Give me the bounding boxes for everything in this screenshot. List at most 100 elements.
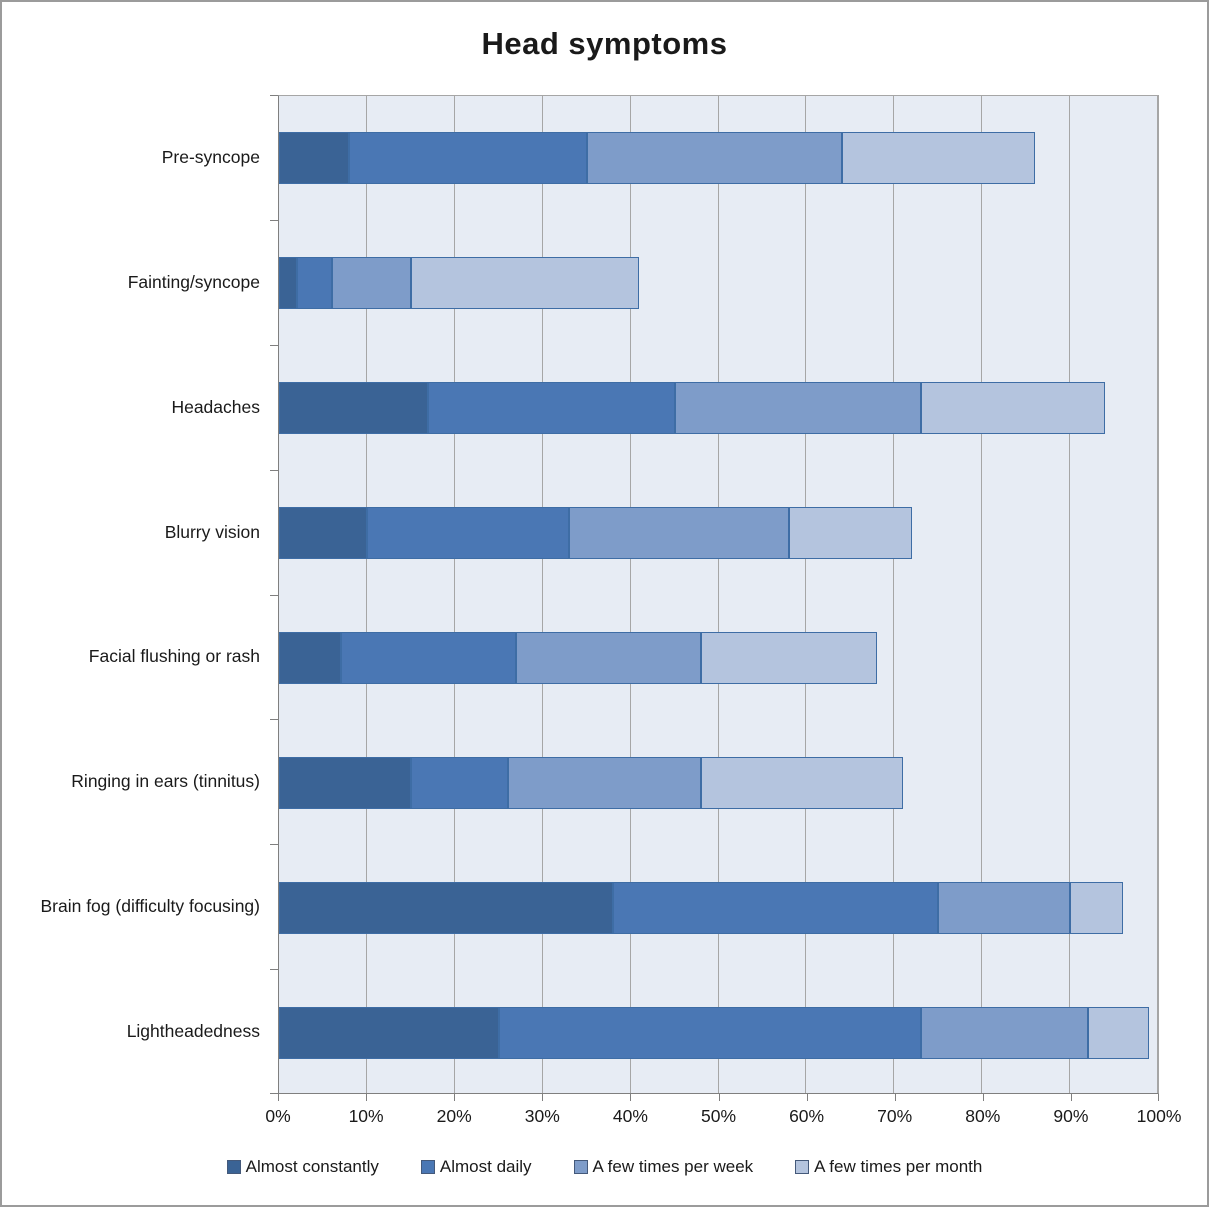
axis-tick (982, 1094, 984, 1101)
category-label: Brain fog (difficulty focusing) (40, 896, 260, 917)
gridline (981, 96, 983, 1093)
gridline (629, 96, 631, 1093)
legend-item-few-times-month: A few times per month (795, 1157, 982, 1177)
x-axis-label: 70% (877, 1106, 913, 1126)
axis-tick (270, 719, 278, 721)
x-axis-label: 80% (965, 1106, 1001, 1126)
category-label: Ringing in ears (tinnitus) (71, 771, 260, 792)
axis-tick (270, 1093, 278, 1094)
axis-tick (542, 1094, 544, 1101)
x-axis-label: 60% (789, 1106, 825, 1126)
x-axis-label: 10% (348, 1106, 384, 1126)
bar-segment (507, 756, 701, 809)
axis-tick (270, 344, 278, 346)
category-label: Fainting/syncope (127, 271, 260, 292)
bar-segment (410, 257, 640, 310)
legend-label: A few times per month (814, 1157, 983, 1176)
legend-swatch-icon (573, 1160, 588, 1174)
bar-segment (1087, 1006, 1150, 1059)
legend-swatch-icon (226, 1160, 241, 1174)
x-axis-label: 40% (612, 1106, 648, 1126)
bar-segment (920, 382, 1106, 435)
bar-segment (428, 382, 675, 435)
bar-segment (349, 132, 587, 185)
bar-segment (279, 507, 367, 560)
category-label: Lightheadedness (126, 1021, 260, 1042)
bar-segment (700, 756, 904, 809)
category-label: Headaches (171, 396, 260, 417)
gridline (541, 96, 543, 1093)
axis-tick (366, 1094, 368, 1101)
bar-segment (1070, 881, 1123, 934)
axis-tick (270, 95, 278, 96)
bar-segment (279, 756, 411, 809)
legend-label: Almost constantly (245, 1157, 379, 1176)
axis-tick (270, 469, 278, 471)
axis-tick (630, 1094, 632, 1101)
bar-segment (331, 257, 411, 310)
category-axis-ticks (270, 95, 278, 1094)
bar-segment (279, 257, 297, 310)
chart-title: Head symptoms (481, 26, 728, 61)
legend-item-almost-constantly: Almost constantly (226, 1157, 379, 1177)
plot-area (278, 95, 1159, 1094)
axis-tick (454, 1094, 456, 1101)
bar-segment (674, 382, 921, 435)
bar-segment (516, 631, 701, 684)
bar-segment (296, 257, 332, 310)
bar-segment (410, 756, 508, 809)
axis-tick (278, 1094, 279, 1101)
x-axis-label: 50% (700, 1106, 737, 1126)
gridline (365, 96, 367, 1093)
bar-segment (920, 1006, 1088, 1059)
axis-tick (270, 219, 278, 221)
gridline (1157, 96, 1158, 1093)
legend-item-few-times-week: A few times per week (573, 1157, 754, 1177)
x-axis-label: 90% (1053, 1106, 1089, 1126)
gridline (1069, 96, 1071, 1093)
axis-tick (718, 1094, 720, 1101)
bar-segment (788, 507, 912, 560)
bar-segment (841, 132, 1035, 185)
bar-segment (279, 881, 614, 934)
bars-layer (279, 96, 1158, 1093)
x-axis-label: 0% (265, 1106, 291, 1126)
legend-label: A few times per week (592, 1157, 754, 1176)
axis-tick (270, 969, 278, 971)
gridline (893, 96, 895, 1093)
x-axis-label: 30% (524, 1106, 560, 1126)
bar-segment (938, 881, 1071, 934)
category-label: Blurry vision (164, 521, 260, 542)
percent-axis-ticks (278, 1094, 1159, 1102)
bar-segment (279, 132, 350, 185)
axis-tick (1070, 1094, 1072, 1101)
bar-segment (279, 1006, 499, 1059)
bar-segment (700, 631, 877, 684)
bar-segment (498, 1006, 921, 1059)
category-label: Pre-syncope (161, 146, 260, 167)
bar-segment (340, 631, 517, 684)
axis-tick (806, 1094, 808, 1101)
bar-segment (586, 132, 842, 185)
legend-label: Almost daily (439, 1157, 532, 1176)
bar-segment (613, 881, 939, 934)
bar-segment (279, 382, 429, 435)
axis-tick (270, 844, 278, 846)
x-axis-label: 100% (1136, 1106, 1182, 1126)
x-axis-label: 20% (436, 1106, 472, 1126)
bar-segment (569, 507, 789, 560)
legend-swatch-icon (795, 1160, 810, 1174)
axis-tick (894, 1094, 896, 1101)
legend: Almost constantly Almost daily A few tim… (0, 1157, 1209, 1177)
category-label: Facial flushing or rash (88, 646, 260, 667)
legend-swatch-icon (420, 1160, 435, 1174)
gridline (717, 96, 719, 1093)
axis-tick (1158, 1094, 1159, 1101)
bar-segment (366, 507, 570, 560)
bar-segment (279, 631, 341, 684)
gridline (453, 96, 455, 1093)
percent-axis-labels: 0% 10% 20% 30% 40% 50% 60% 70% 80% 90% 100% (265, 1106, 1181, 1132)
gridline (805, 96, 807, 1093)
